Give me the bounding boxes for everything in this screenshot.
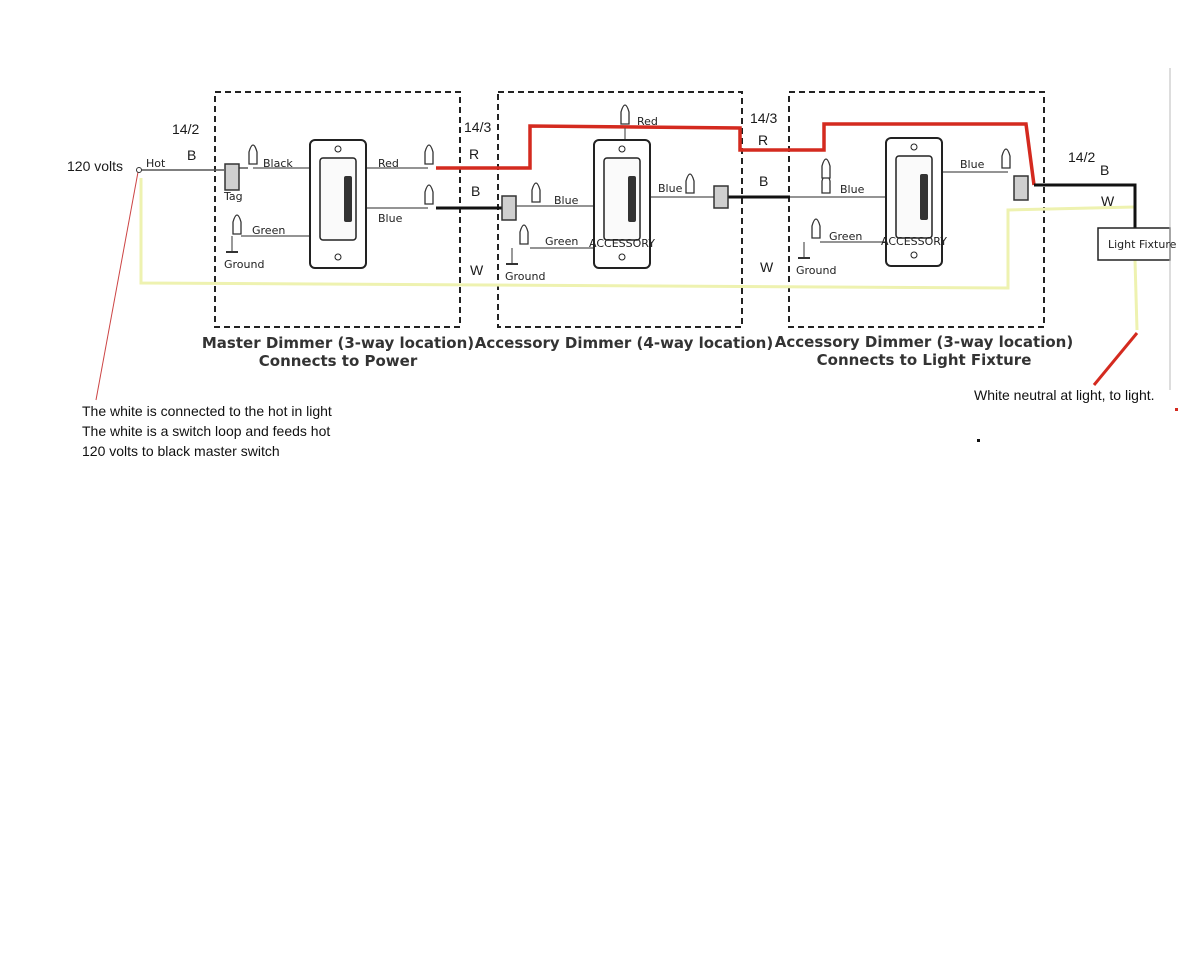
stray-mark [977,439,980,442]
master-dimmer-device [309,139,367,269]
label-tag: Tag [223,190,243,203]
red-traveler [436,122,1036,186]
label-red-2: Red [637,115,658,128]
neutral-wire [139,178,1136,290]
note-line-2: The white is a switch loop and feeds hot [82,423,330,439]
caption-master-line1: Master Dimmer (3-way location) [202,334,474,352]
voltage-label: 120 volts [67,158,123,174]
cable1-b: B [187,147,196,163]
connector-box2-left [501,195,517,221]
cable4-type: 14/2 [1068,149,1095,165]
cable2-b: B [471,183,480,199]
label-blue-2a: Blue [554,194,579,207]
cable3-r: R [758,132,768,148]
caption-acc4-line1: Accessory Dimmer (4-way location) [475,334,773,352]
connector-box2-right [713,185,729,209]
cable2-type: 14/3 [464,119,491,135]
accessory-dimmer-device-3way [885,137,943,267]
hot-label: Hot [146,157,166,170]
caption-master-line2: Connects to Power [259,352,418,370]
neutral-note: White neutral at light, to light. [974,387,1155,403]
source-terminal [136,167,142,173]
note-line-1: The white is connected to the hot in lig… [82,403,332,419]
label-green-3: Green [829,230,862,243]
cable4-w: W [1101,193,1115,209]
neutral-wire-fixture [1133,259,1139,331]
light-fixture-box [1097,227,1171,261]
connector-box3-right [1013,175,1029,201]
caption-acc3-line1: Accessory Dimmer (3-way location) [775,333,1073,351]
label-ground-3: Ground [796,264,836,277]
cable4-b: B [1100,162,1109,178]
source-lead [95,171,139,401]
cable3-b: B [759,173,768,189]
stray-mark-red [1175,408,1178,411]
device-text-2: ACCESSORY [589,237,655,250]
label-blue: Blue [378,212,403,225]
note-line-3: 120 volts to black master switch [82,443,280,459]
cable2-r: R [469,146,479,162]
tag-connector [224,163,240,191]
label-blue-3b: Blue [960,158,985,171]
label-green-2: Green [545,235,578,248]
caption-acc3-line2: Connects to Light Fixture [817,351,1032,369]
label-ground: Ground [224,258,264,271]
device-text-3: ACCESSORY [881,235,947,248]
wire-nut-icon [232,104,1011,245]
label-red: Red [378,157,399,170]
fixture-neutral-red [1092,332,1139,386]
cable3-type: 14/3 [750,110,777,126]
label-blue-2b: Blue [658,182,683,195]
label-blue-3a: Blue [840,183,865,196]
light-fixture-label: Light Fixture [1108,238,1177,251]
black-to-fixture [1034,183,1137,228]
cable2-w: W [470,262,484,278]
label-green: Green [252,224,285,237]
accessory-dimmer-device-4way [593,139,651,269]
label-black: Black [263,157,293,170]
cable3-w: W [760,259,774,275]
label-ground-2: Ground [505,270,545,283]
cable1-type: 14/2 [172,121,199,137]
